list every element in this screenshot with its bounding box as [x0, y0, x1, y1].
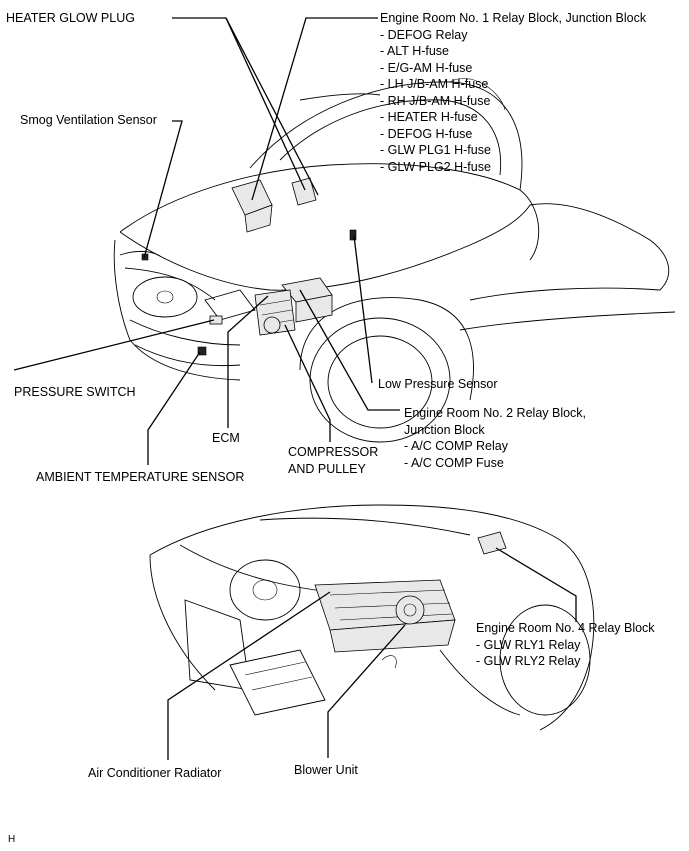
ambient-temperature-sensor-label: AMBIENT TEMPERATURE SENSOR — [36, 470, 245, 484]
pressure-switch-label: PRESSURE SWITCH — [14, 385, 136, 399]
compressor-label-line: AND PULLEY — [288, 461, 366, 476]
front-car-illustration — [113, 78, 676, 443]
heater-glow-plug-label: HEATER GLOW PLUG — [6, 11, 135, 25]
relay-block-1-item: - GLW PLG2 H-fuse — [380, 159, 491, 174]
relay-block-1-label: Engine Room No. 1 Relay Block, Junction … — [380, 10, 646, 175]
relay-block-2-item: - A/C COMP Relay — [404, 439, 508, 453]
compressor-label-line: COMPRESSOR — [288, 445, 379, 459]
relay-block-1-item: - RH J/B-AM H-fuse — [380, 93, 491, 108]
relay-block-2-item: - A/C COMP Fuse — [404, 455, 504, 470]
compressor-label: COMPRESSOR AND PULLEY — [288, 444, 378, 477]
relay-block-1-item: - HEATER H-fuse — [380, 110, 478, 124]
relay-block-2-title: Junction Block — [404, 422, 485, 437]
relay-block-4-item: - GLW RLY1 Relay — [476, 637, 581, 652]
air-conditioner-radiator-label: Air Conditioner Radiator — [88, 766, 222, 780]
relay-block-4-label: Engine Room No. 4 Relay Block - GLW RLY1… — [476, 620, 655, 670]
relay-block-1-title: Engine Room No. 1 Relay Block, Junction … — [380, 11, 647, 25]
smog-ventilation-sensor-label: Smog Ventilation Sensor — [20, 113, 157, 127]
interior-car-illustration — [149, 504, 595, 731]
relay-block-1-item: - DEFOG H-fuse — [380, 126, 473, 141]
relay-block-1-item: - DEFOG Relay — [380, 27, 468, 42]
relay-block-1-item: - GLW PLG1 H-fuse — [380, 143, 491, 157]
ecm-label: ECM — [212, 431, 240, 445]
footer-mark: H — [8, 834, 16, 845]
leader-lines-bottom — [167, 547, 577, 760]
relay-block-1-item: - E/G-AM H-fuse — [380, 60, 473, 75]
relay-block-1-item: - LH J/B-AM H-fuse — [380, 77, 489, 91]
blower-unit-label: Blower Unit — [294, 763, 358, 777]
leader-lines-top — [13, 17, 400, 465]
relay-block-1-item: - ALT H-fuse — [380, 44, 450, 58]
relay-block-4-title: Engine Room No. 4 Relay Block — [476, 621, 655, 635]
relay-block-4-item: - GLW RLY2 Relay — [476, 654, 581, 668]
relay-block-2-title: Engine Room No. 2 Relay Block, — [404, 406, 587, 420]
low-pressure-sensor-label: Low Pressure Sensor — [378, 377, 498, 391]
relay-block-2-label: Engine Room No. 2 Relay Block, Junction … — [404, 405, 586, 471]
